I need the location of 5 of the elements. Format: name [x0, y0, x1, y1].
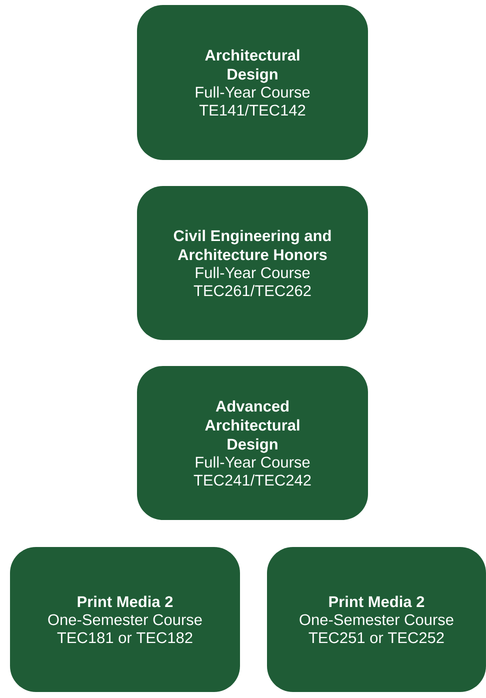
course-box: Architectural Design Full-Year Course TE141/TEC142 — [137, 5, 368, 160]
course-box: Print Media 2 One-Semester Course TEC251 or TEC252 — [267, 547, 486, 692]
course-box: Civil Engineering and Architecture Honors Full-Year Course TEC261/TEC262 — [137, 186, 368, 340]
course-box: Print Media 2 One-Semester Course TEC181 or TEC182 — [10, 547, 240, 692]
course-box: Advanced Architectural Design Full-Year Course TEC241/TEC242 — [137, 366, 368, 520]
